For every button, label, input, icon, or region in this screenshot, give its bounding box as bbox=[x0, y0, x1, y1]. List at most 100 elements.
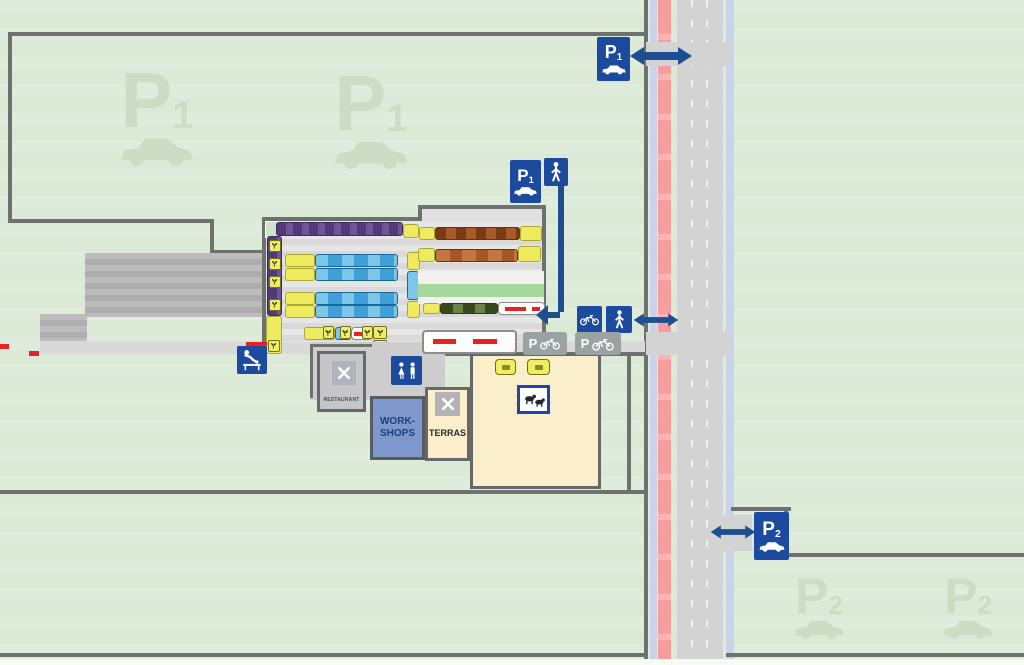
two-way-arrow-icon bbox=[627, 45, 695, 67]
restaurant-label: RESTAURANT bbox=[323, 397, 360, 403]
stall-glyph bbox=[340, 326, 351, 339]
warehouse-building bbox=[40, 314, 87, 342]
stall-glyph bbox=[269, 258, 281, 270]
bicycle-parking-sign: P bbox=[575, 332, 621, 355]
stall-row-yellow bbox=[285, 268, 315, 281]
pedestrian-sign bbox=[606, 306, 632, 333]
p1-parking-sign-top: P1 bbox=[597, 37, 630, 81]
closed-marker bbox=[246, 342, 267, 346]
road-verge-left bbox=[650, 0, 657, 660]
terras-building: TERRAS bbox=[425, 387, 470, 461]
p2-field-boundary bbox=[726, 653, 1024, 657]
cutlery-icon bbox=[332, 361, 356, 385]
car-icon bbox=[792, 616, 846, 640]
stall-glyph bbox=[323, 326, 334, 339]
south-field-boundary bbox=[627, 354, 631, 494]
walking-route-line bbox=[558, 186, 564, 312]
moped-icon bbox=[539, 337, 561, 350]
animals-icon bbox=[522, 392, 546, 408]
workshops-label: WORK- SHOPS bbox=[379, 416, 415, 439]
hall-outline bbox=[418, 205, 546, 209]
moped-sign bbox=[577, 306, 602, 333]
p2-field-boundary bbox=[784, 553, 1024, 557]
baby-change-icon bbox=[240, 349, 264, 371]
hall-outline bbox=[262, 217, 420, 221]
stall-glyph bbox=[362, 326, 373, 339]
market-hall-floor bbox=[420, 209, 544, 222]
stall-row-brown bbox=[435, 249, 518, 262]
road-carriageway bbox=[677, 0, 723, 660]
hall-aisle bbox=[418, 271, 544, 284]
p1-field-boundary bbox=[210, 219, 214, 254]
car-icon bbox=[601, 63, 627, 75]
toilets-icon bbox=[394, 361, 420, 381]
stall-row-blue bbox=[315, 268, 398, 281]
cycle-path-pink bbox=[658, 0, 671, 660]
moped-icon bbox=[579, 313, 600, 326]
moped-parking-sign: P bbox=[523, 332, 567, 355]
hall-green-band bbox=[418, 284, 544, 297]
road-verge-right bbox=[726, 0, 734, 660]
car-icon bbox=[941, 616, 995, 640]
walking-route-line bbox=[548, 312, 560, 318]
two-way-arrow-icon bbox=[633, 309, 679, 331]
stall-row-blue bbox=[315, 305, 398, 318]
p1-parking-sign-mid: P1 bbox=[510, 160, 541, 203]
pedestrian-icon bbox=[613, 309, 626, 330]
stall-cap-yellow bbox=[423, 303, 440, 314]
baby-change-sign bbox=[237, 346, 267, 374]
stall-glyph bbox=[268, 340, 280, 352]
kiosk-glyph-square bbox=[373, 326, 387, 339]
road-boundary-line bbox=[644, 0, 648, 660]
stall-cap-yellow bbox=[403, 224, 419, 238]
stall-row-purple bbox=[276, 222, 403, 236]
p2-field-boundary bbox=[731, 507, 791, 511]
hall-aisle bbox=[418, 297, 544, 304]
service-yard-outline bbox=[310, 344, 313, 398]
stall-row-blue bbox=[315, 292, 398, 305]
pedestrian-icon bbox=[549, 161, 563, 183]
p1-field-boundary bbox=[8, 32, 648, 36]
road-lane-line bbox=[706, 0, 708, 660]
stall-cap-yellow bbox=[419, 227, 435, 240]
stall-row-blue bbox=[315, 254, 398, 267]
service-yard-outline bbox=[310, 344, 372, 347]
closed-marker bbox=[29, 351, 39, 356]
stall-cap-yellow bbox=[520, 226, 542, 241]
stand-yellow bbox=[495, 359, 516, 375]
toilets-sign bbox=[391, 356, 422, 385]
workshops-building: WORK- SHOPS bbox=[370, 396, 425, 460]
two-way-arrow-icon bbox=[710, 521, 756, 543]
stall-glyph bbox=[269, 276, 281, 288]
petting-animals-sign bbox=[517, 385, 550, 414]
counter-box bbox=[422, 330, 517, 354]
terras-label: TERRAS bbox=[428, 428, 466, 438]
road-lane-line bbox=[691, 0, 693, 660]
stall-block-yellow bbox=[407, 301, 420, 318]
stall-cap-yellow bbox=[518, 246, 541, 262]
route-arrowhead-icon bbox=[536, 305, 548, 325]
car-icon bbox=[117, 132, 197, 167]
p2-parking-sign: P2 bbox=[754, 512, 789, 560]
pedestrian-sign bbox=[544, 158, 568, 186]
closed-marker bbox=[0, 344, 9, 349]
stall-cap-yellow bbox=[418, 248, 435, 262]
stall-row-yellow bbox=[285, 292, 315, 305]
p1-field-boundary bbox=[8, 32, 12, 223]
south-field-boundary bbox=[0, 490, 648, 494]
p1-field-boundary bbox=[210, 250, 268, 254]
restaurant-building: RESTAURANT bbox=[317, 351, 366, 412]
warehouse-building bbox=[85, 253, 267, 317]
hall-outline bbox=[418, 205, 422, 221]
cutlery-icon bbox=[435, 392, 460, 416]
stall-row-brown bbox=[435, 227, 520, 240]
stall-row-yellow bbox=[285, 254, 315, 267]
stand-yellow bbox=[527, 359, 550, 375]
south-field-boundary bbox=[0, 653, 646, 657]
bicycle-icon bbox=[591, 337, 615, 351]
hall-outline bbox=[542, 205, 546, 355]
